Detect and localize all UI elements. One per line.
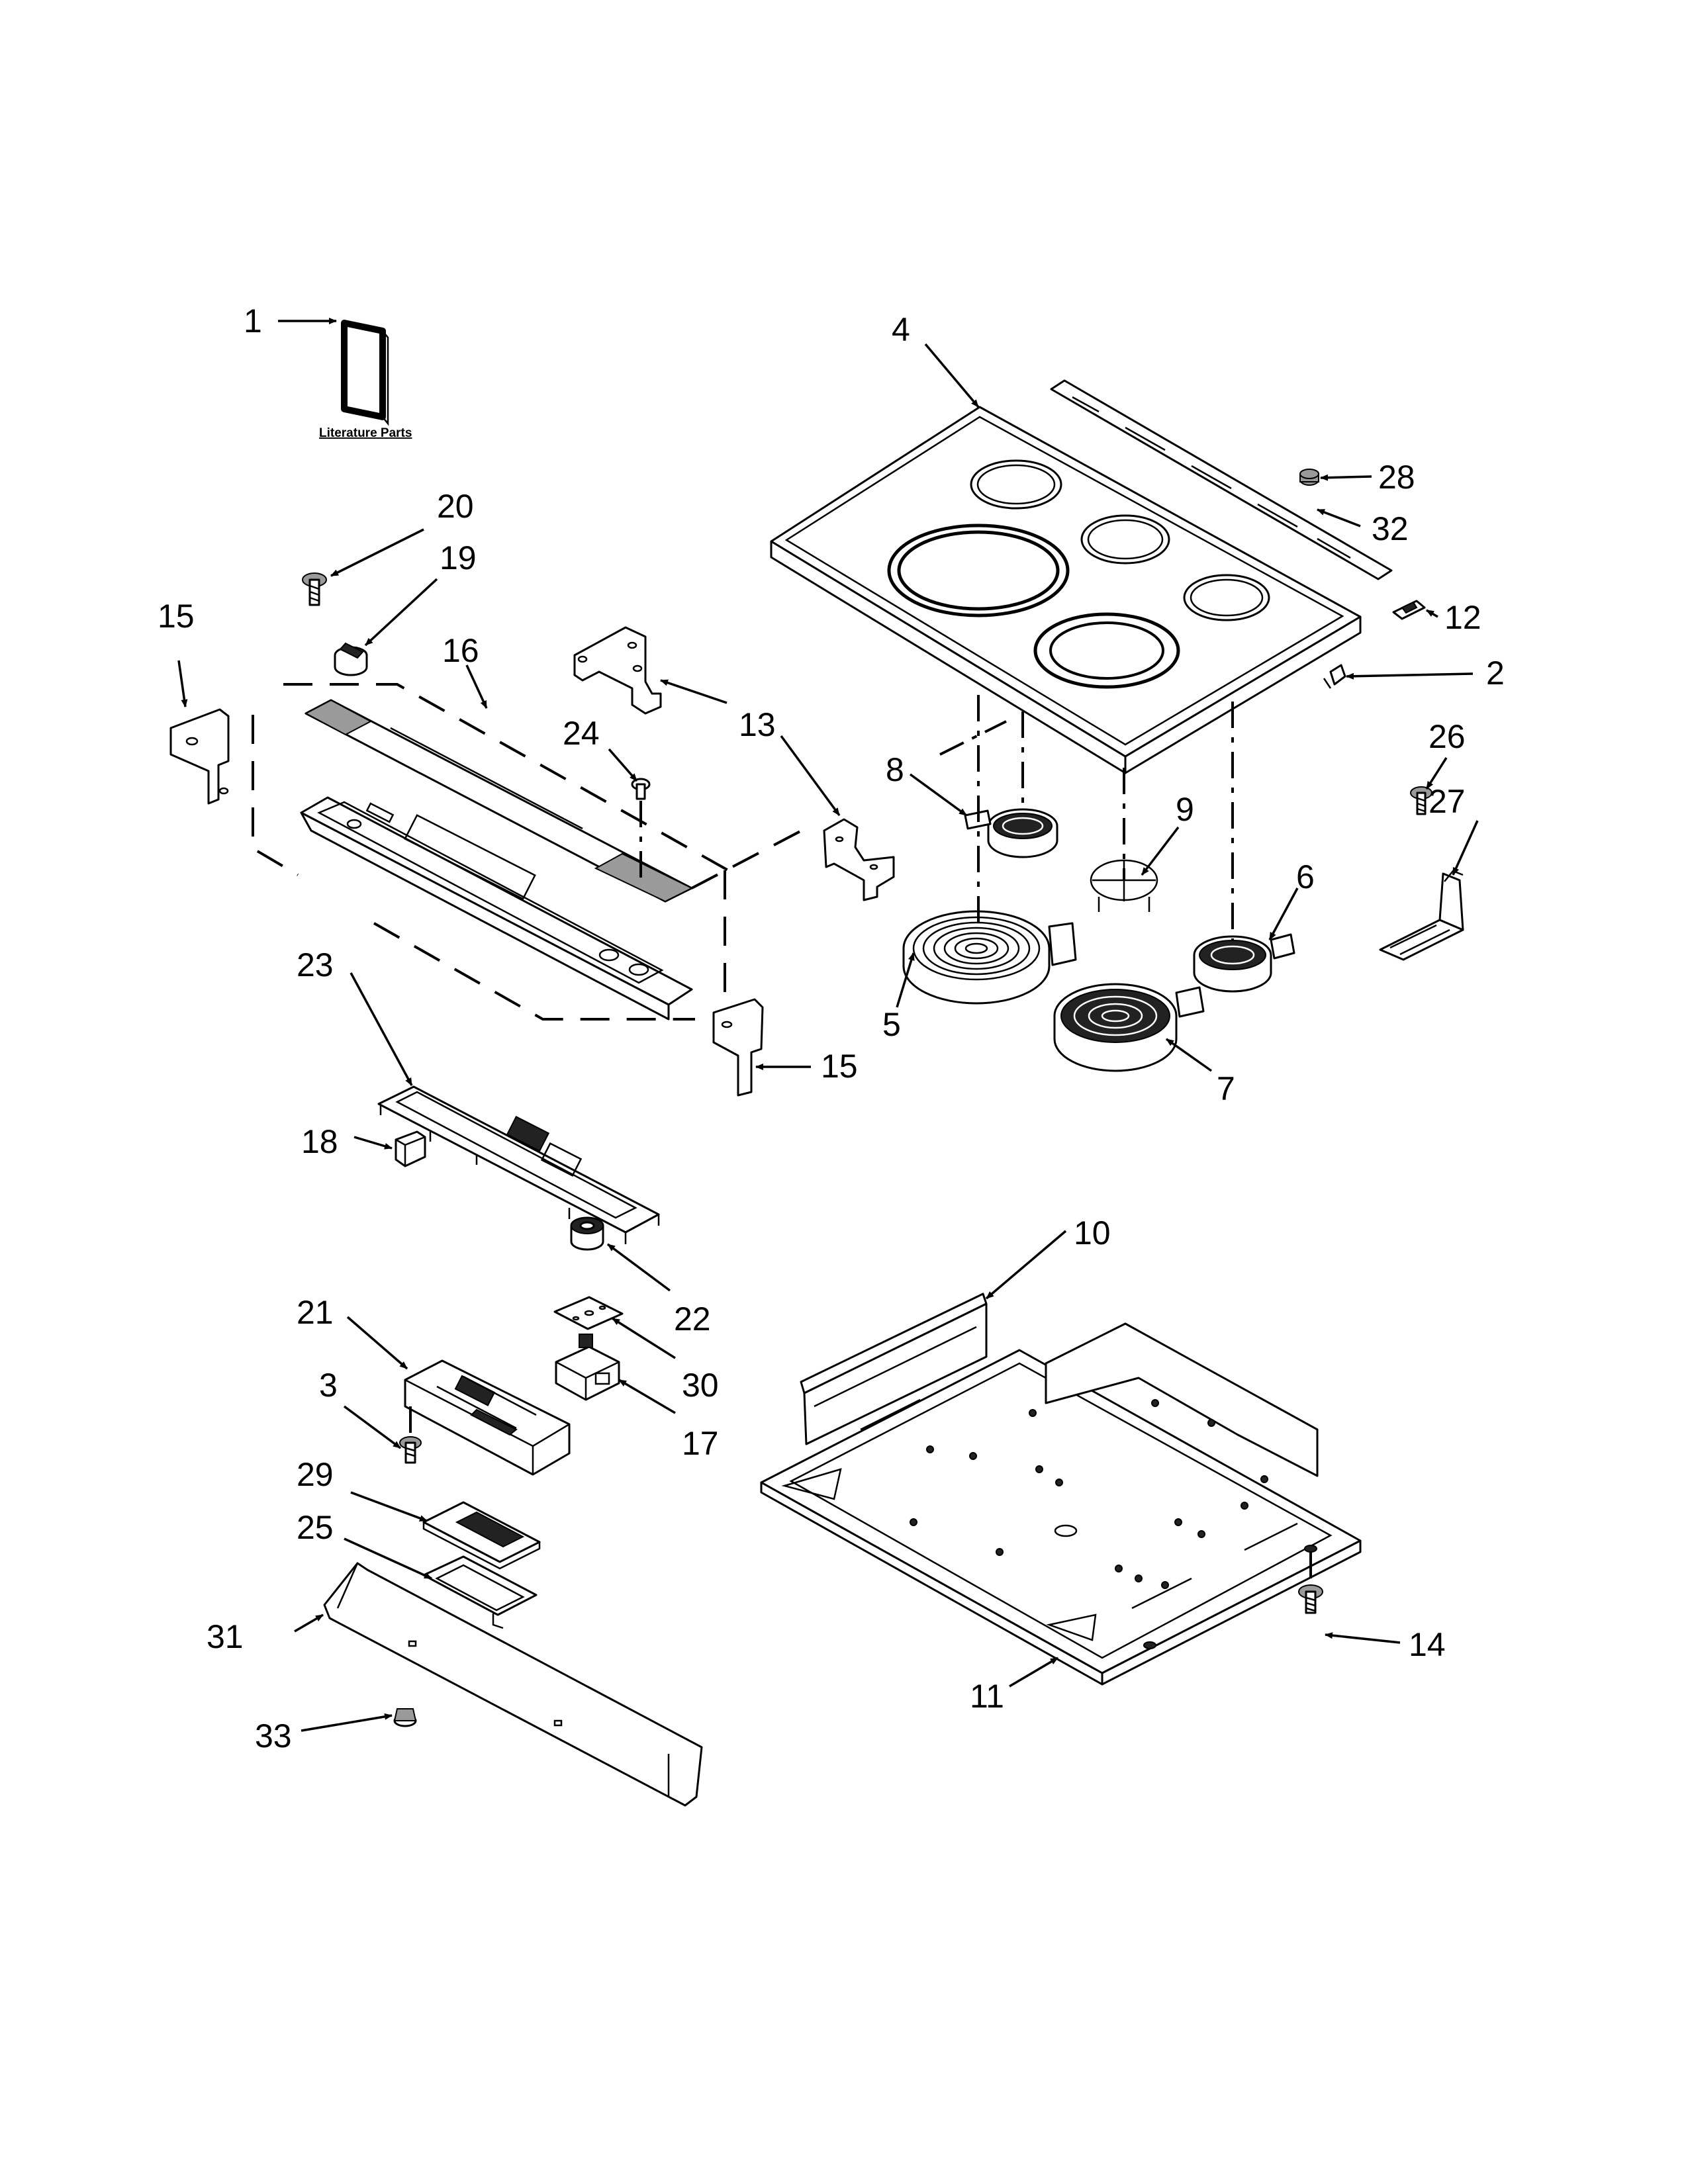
cooktop-glass-part [770, 406, 1362, 774]
switch-part-17 [555, 1334, 620, 1401]
literature-parts-booklet: Literature Parts [319, 320, 412, 440]
shield-part-25 [422, 1555, 538, 1629]
knob-part-22 [570, 1216, 604, 1251]
callout-22: 22 [674, 1300, 711, 1338]
callout-2: 2 [1486, 655, 1505, 692]
callout-23: 23 [297, 946, 334, 983]
callout-21: 21 [297, 1294, 334, 1331]
callout-27: 27 [1429, 783, 1466, 820]
callout-3: 3 [319, 1367, 338, 1404]
callout-31: 31 [207, 1618, 244, 1655]
callout-13: 13 [739, 706, 776, 743]
assembly-lines-elements [939, 695, 1234, 940]
callout-29: 29 [297, 1456, 334, 1493]
callout-24: 24 [563, 715, 600, 752]
knob-part-19 [334, 642, 368, 676]
side-bracket-15-left [169, 708, 230, 805]
callout-20: 20 [437, 488, 474, 525]
callout-14: 14 [1409, 1626, 1446, 1663]
callout-numbers: 1 2 3 4 5 6 7 8 9 10 11 12 13 14 15 15 1… [158, 302, 1505, 1754]
board-part-29 [422, 1501, 541, 1570]
rear-trim-strip [1050, 379, 1393, 580]
clip-part [1392, 600, 1426, 620]
control-panel-16 [300, 699, 694, 1021]
callout-8: 8 [886, 751, 904, 788]
callout-6: 6 [1296, 858, 1315, 895]
foot-part-33 [393, 1708, 417, 1727]
callout-32: 32 [1372, 510, 1409, 547]
callout-1: 1 [244, 302, 262, 340]
callout-19: 19 [440, 539, 477, 576]
element-medium-7 [1053, 983, 1205, 1072]
callout-16: 16 [442, 632, 479, 669]
element-small-8 [964, 808, 1058, 858]
bracket-13-upper [573, 626, 662, 715]
bracket-part-27 [1379, 870, 1464, 961]
callout-33: 33 [255, 1717, 292, 1754]
screw-part-3 [399, 1406, 422, 1464]
callout-9: 9 [1176, 791, 1194, 828]
callout-5: 5 [882, 1006, 901, 1043]
terminal-part [1323, 664, 1346, 689]
plate-part-30 [553, 1296, 624, 1330]
callout-26: 26 [1429, 718, 1466, 755]
rear-bracket-10 [800, 1293, 988, 1445]
screw-part-24 [631, 778, 651, 800]
callout-15-left: 15 [158, 598, 195, 635]
callout-17: 17 [682, 1425, 719, 1462]
screw-part-26 [1410, 786, 1432, 815]
callout-18: 18 [301, 1123, 338, 1160]
callout-25: 25 [297, 1509, 334, 1546]
control-bracket-23 [377, 1085, 660, 1244]
callout-28: 28 [1378, 459, 1415, 496]
callout-10: 10 [1074, 1214, 1111, 1251]
assembly-lines-panel [252, 683, 815, 1026]
screw-part-14 [1298, 1552, 1323, 1614]
callout-11: 11 [970, 1678, 1004, 1715]
bracket-13-lower [823, 818, 895, 901]
relay-part-18 [395, 1130, 426, 1167]
literature-parts-caption: Literature Parts [319, 426, 412, 440]
screw-part-20 [302, 572, 327, 606]
support-tray-11 [760, 1322, 1362, 1686]
nut-part [1299, 469, 1319, 486]
side-bracket-15-right [712, 998, 764, 1097]
callout-7: 7 [1217, 1070, 1235, 1107]
callout-30: 30 [682, 1367, 719, 1404]
front-trim-31 [323, 1562, 703, 1807]
element-large-5 [902, 910, 1077, 1005]
callout-4: 4 [892, 311, 910, 348]
leader-lines [177, 318, 1479, 1732]
callout-12: 12 [1444, 599, 1481, 636]
element-small-6 [1193, 933, 1295, 993]
electronic-control-21 [404, 1359, 571, 1476]
callout-15-right: 15 [821, 1048, 858, 1085]
